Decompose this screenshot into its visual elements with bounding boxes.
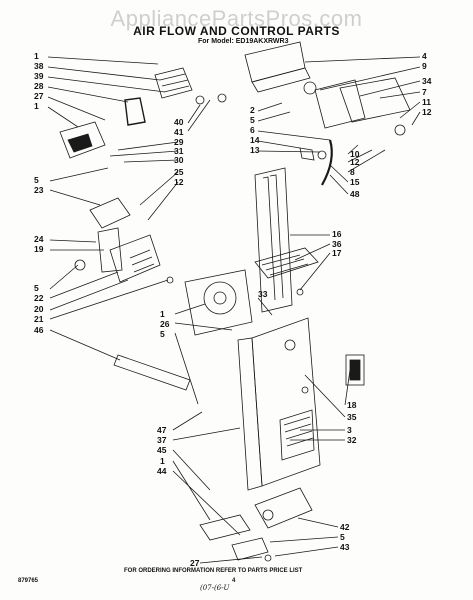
callout-34: 34 [422,76,432,86]
callout-37: 37 [157,435,167,445]
callout-1b: 1 [34,101,39,111]
callout-19: 19 [34,244,44,254]
callout-40: 40 [174,117,184,127]
callout-27: 27 [34,91,44,101]
callout-18: 18 [347,400,357,410]
watermark: AppliancePartsPros.com [110,6,363,31]
callout-39: 39 [34,71,44,81]
page-number: 4 [232,578,236,584]
callout-24: 24 [34,234,44,244]
callout-7: 7 [422,87,427,97]
callout-2: 2 [250,105,255,115]
callout-41: 41 [174,127,184,137]
callout-14: 14 [250,135,260,145]
callout-30: 30 [174,155,184,165]
callout-16: 16 [332,229,342,239]
callout-3: 3 [347,425,352,435]
callout-47: 47 [157,425,167,435]
callout-28: 28 [34,81,44,91]
callout-17: 17 [332,248,342,258]
callout-26: 26 [160,319,170,329]
doc-number: 879765 [18,578,39,584]
callout-36: 36 [332,239,342,249]
callout-6: 6 [250,125,255,135]
callout-5c: 5 [160,329,165,339]
model-number: For Model: ED19AKXRWR3 [198,38,289,45]
callout-42: 42 [340,522,350,532]
callout-1c: 1 [160,309,165,319]
ordering-instruction: FOR ORDERING INFORMATION REFER TO PARTS … [124,568,303,574]
callout-31: 31 [174,146,184,156]
callout-13: 13 [250,145,260,155]
callout-11: 11 [422,97,431,107]
callout-43: 43 [340,542,350,552]
callout-5b: 5 [34,283,39,293]
diagram-title: AIR FLOW AND CONTROL PARTS [133,24,340,38]
callout-1d: 1 [160,456,165,466]
callout-5r: 5 [250,115,255,125]
callout-20: 20 [34,304,44,314]
callout-22: 22 [34,293,44,303]
callout-12: 12 [174,177,184,187]
callout-1: 1 [34,51,39,61]
callout-38: 38 [34,61,44,71]
callout-21: 21 [34,314,44,324]
callout-9: 9 [422,61,427,71]
callout-27r: 27 [190,558,200,568]
callout-29: 29 [174,137,184,147]
callout-8: 8 [350,167,355,177]
callout-35: 35 [347,412,357,422]
callout-48: 48 [350,189,360,199]
callout-5: 5 [34,175,39,185]
callout-12r: 12 [422,107,432,117]
callout-23: 23 [34,185,44,195]
callout-10: 10 [350,149,360,159]
handwritten-note: (07-(6-U [200,584,230,592]
callout-15: 15 [350,177,360,187]
callout-33: 33 [258,289,268,299]
callout-4: 4 [422,51,427,61]
callout-46: 46 [34,325,44,335]
callout-44: 44 [157,466,167,476]
callout-25: 25 [174,167,184,177]
callout-32: 32 [347,435,357,445]
callout-5r2: 5 [340,532,345,542]
callout-12r2: 12 [350,157,360,167]
callout-45: 45 [157,445,167,455]
